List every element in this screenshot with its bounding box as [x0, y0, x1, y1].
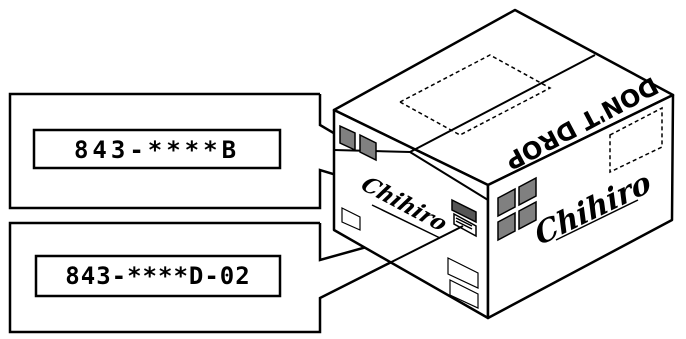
serial-label-top — [32, 128, 282, 170]
left-face-panels — [341, 207, 479, 309]
serial-label-bottom — [34, 254, 282, 298]
serial-label-bottom-text: 843-****D-02 — [65, 262, 250, 290]
brand-logo-right-underline — [555, 199, 639, 241]
brand-logo-left-underline — [371, 204, 441, 239]
top-dashed-panel — [398, 54, 552, 136]
box-affixed-labels — [451, 198, 477, 238]
right-face-markings — [497, 176, 537, 242]
affixed-label-top — [451, 198, 477, 224]
callout-bottom: 843-****D-02 — [8, 218, 465, 334]
callout-top: 843-****B — [8, 92, 458, 213]
serial-label-top-text: 843-****B — [74, 136, 240, 164]
box-top-seam — [409, 54, 596, 153]
leader-line-bottom — [319, 225, 464, 299]
box-right-face — [486, 93, 675, 320]
cardboard-box — [332, 8, 675, 320]
left-face-markings — [339, 124, 377, 162]
